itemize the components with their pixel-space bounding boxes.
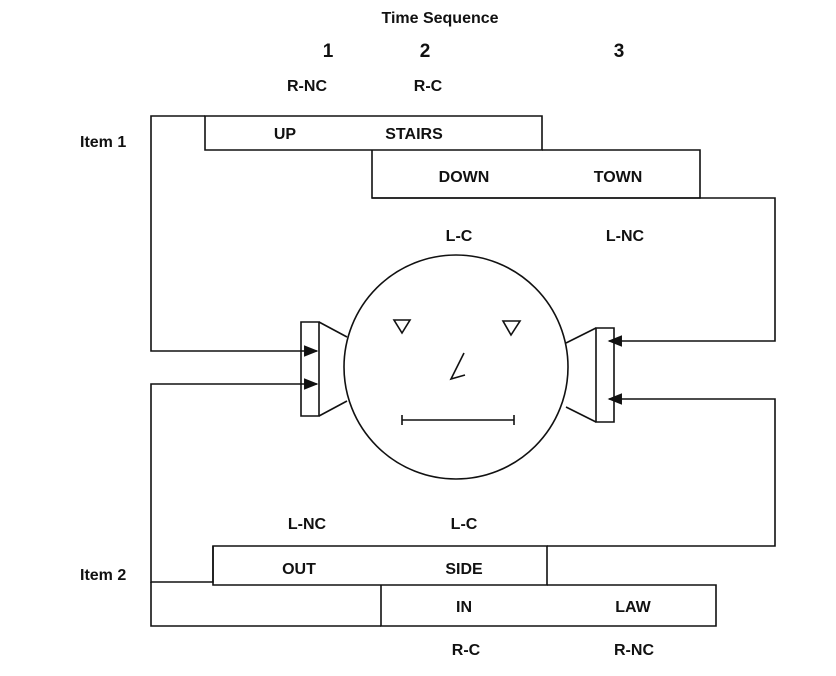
channel-label-r-nc-bottom: R-NC — [614, 642, 654, 659]
item-2-word-a-part-1: OUT — [282, 561, 316, 578]
time-step-2: 2 — [420, 41, 431, 62]
item-2-word-b-part-1: IN — [456, 599, 472, 616]
listener-head — [301, 255, 614, 479]
channel-label-l-nc-lower: L-NC — [288, 516, 327, 533]
item-1-word-b-part-2: TOWN — [594, 169, 643, 186]
channel-label-r-c-bottom: R-C — [452, 642, 481, 659]
right-earphone-icon — [596, 328, 614, 422]
diagram-title: Time Sequence — [381, 10, 498, 27]
channel-label-r-c-top: R-C — [414, 78, 443, 95]
time-step-3: 3 — [614, 41, 625, 62]
channel-label-r-nc-top: R-NC — [287, 78, 327, 95]
item-1-word-b-part-1: DOWN — [439, 169, 490, 186]
item-1-word-a-part-1: UP — [274, 126, 297, 143]
item-2-label: Item 2 — [80, 567, 126, 584]
item-2-word-b-part-2: LAW — [615, 599, 651, 616]
right-eye-icon — [503, 321, 520, 335]
item-2-word-a-box — [213, 546, 547, 585]
item-1-label: Item 1 — [80, 134, 126, 151]
left-earphone-icon — [301, 322, 319, 416]
channel-label-l-c-upper: L-C — [446, 228, 473, 245]
channel-label-l-nc-upper: L-NC — [606, 228, 645, 245]
channel-label-l-c-lower: L-C — [451, 516, 478, 533]
item-1-to-left-ear-line — [151, 116, 317, 351]
item-1-word-a-part-2: STAIRS — [385, 126, 443, 143]
left-eye-icon — [394, 320, 410, 333]
item-2-word-a-part-2: SIDE — [445, 561, 483, 578]
item-2-word-b-box — [381, 585, 716, 626]
mouth-icon — [402, 415, 514, 425]
item-1-word-b-box — [372, 150, 700, 198]
time-step-1: 1 — [323, 41, 334, 62]
item-2-to-left-ear-line — [151, 384, 317, 582]
item-1-word-a-box — [205, 116, 542, 150]
item-1-to-right-ear-line — [372, 198, 775, 341]
item-2-to-right-ear-line — [547, 399, 775, 546]
nose-icon — [451, 353, 465, 379]
